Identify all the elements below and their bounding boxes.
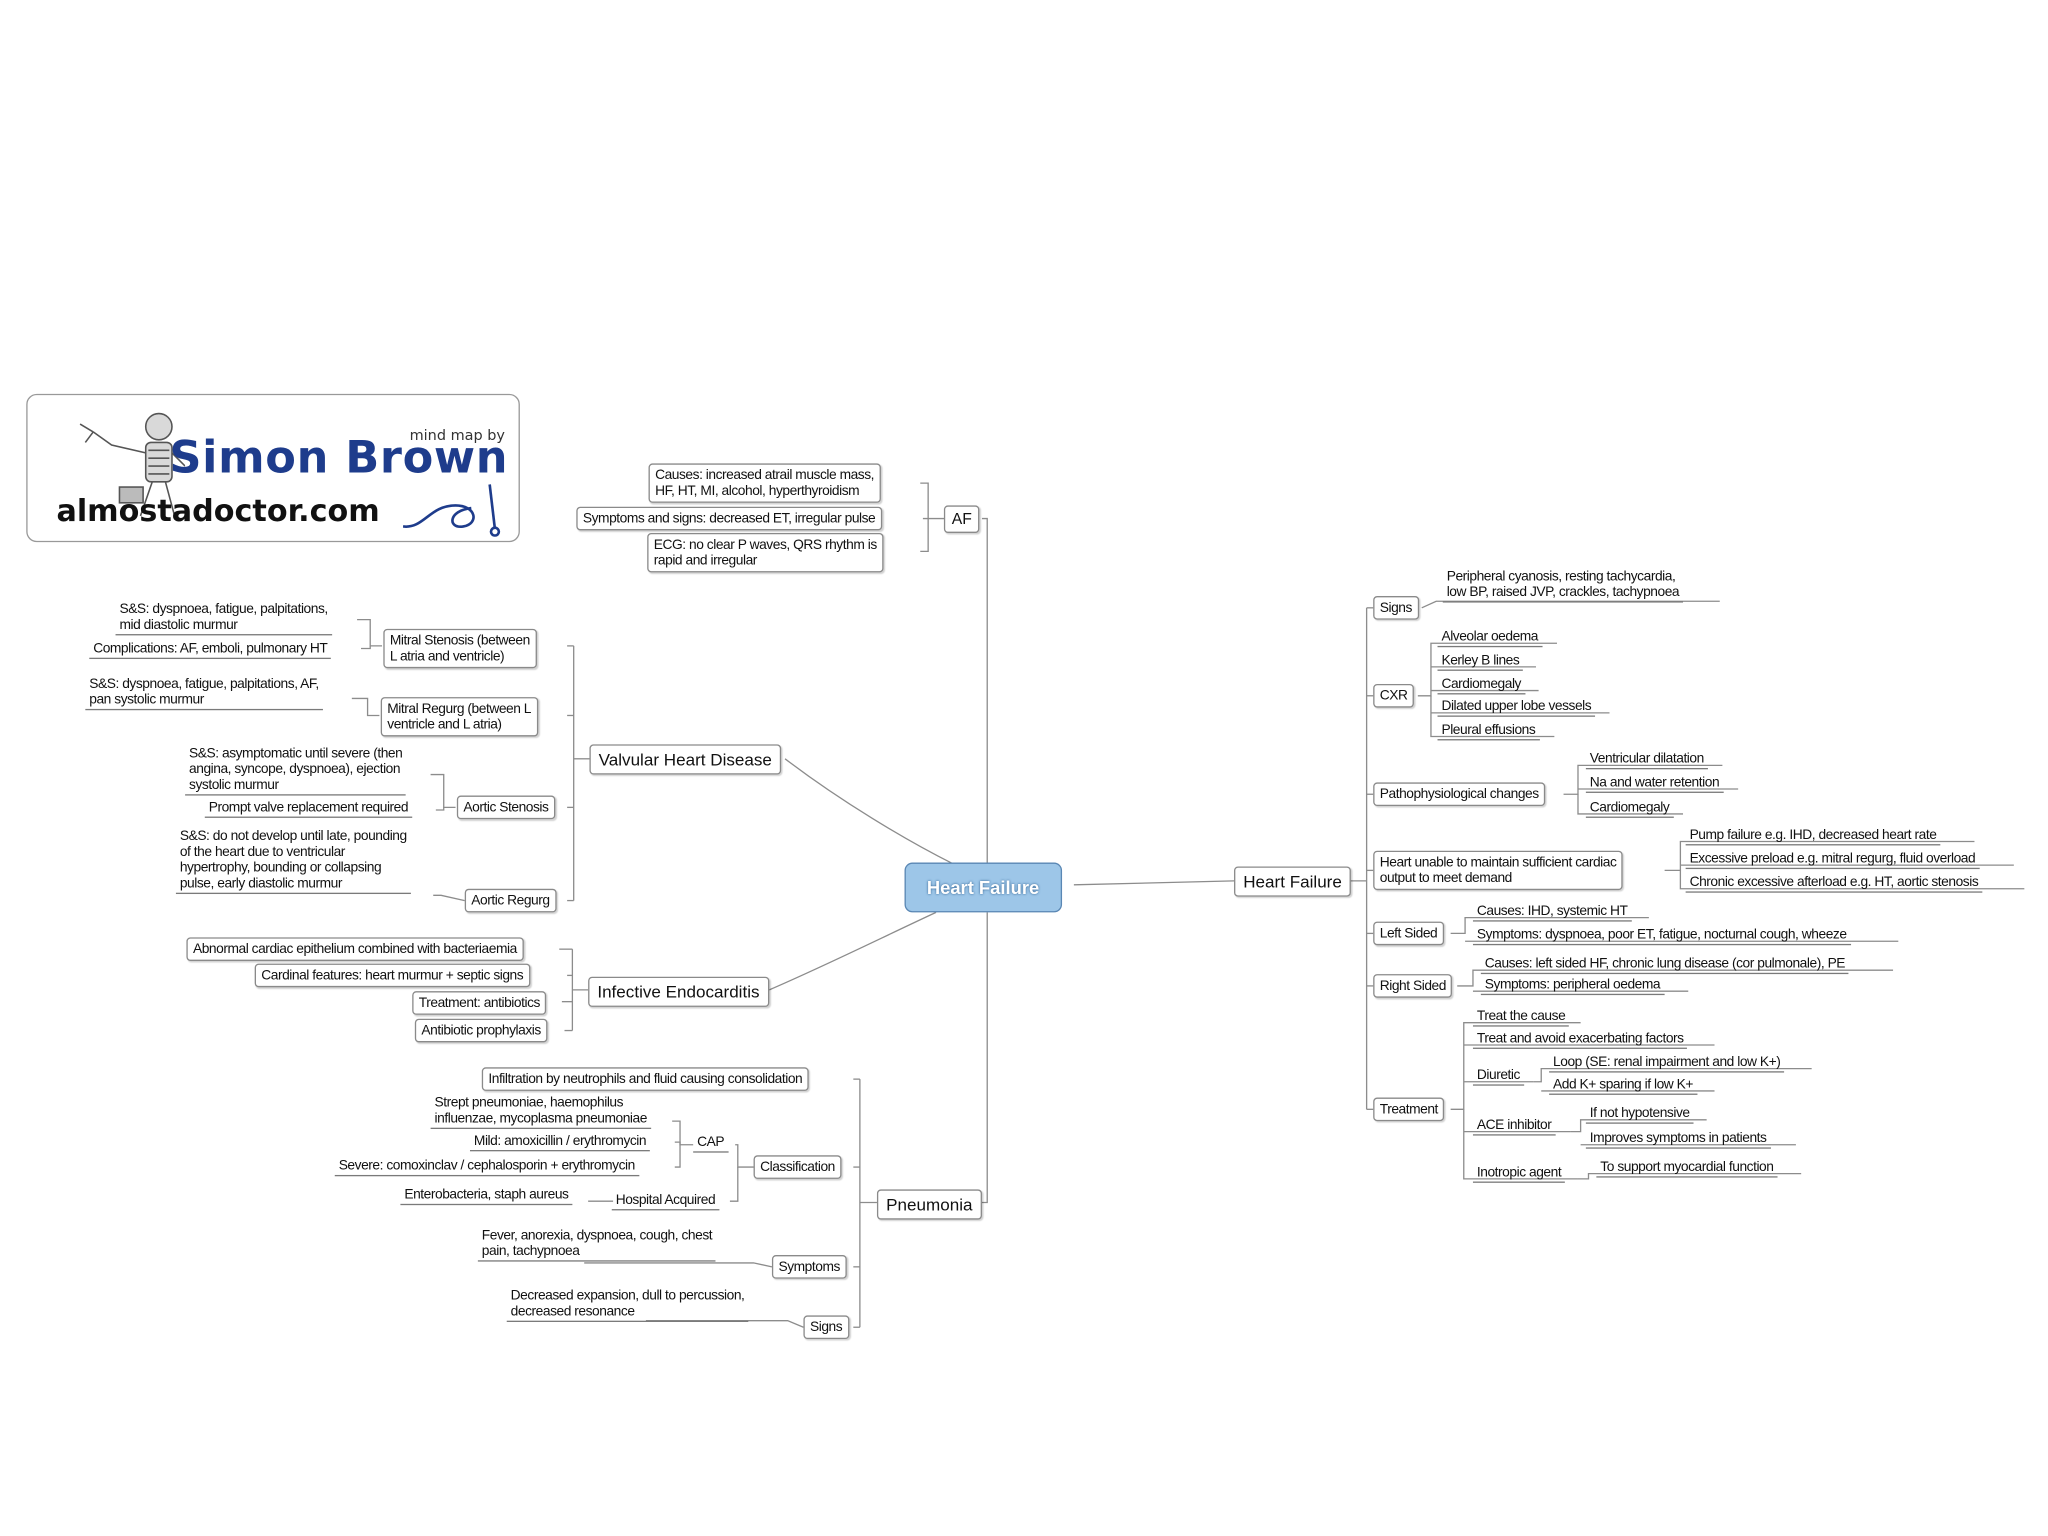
- patho-item[interactable]: Ventricular dilatation: [1585, 751, 1708, 770]
- hf-cxr[interactable]: CXR: [1373, 683, 1415, 708]
- pneumonia-symptoms-text[interactable]: Fever, anorexia, dyspnoea, cough, chest …: [477, 1227, 717, 1262]
- hf-heart-unable[interactable]: Heart unable to maintain sufficient card…: [1373, 850, 1624, 891]
- topic-heart-failure[interactable]: Heart Failure: [1234, 866, 1352, 897]
- treatment-inotropic[interactable]: Inotropic agent: [1472, 1164, 1566, 1183]
- inotropic-item[interactable]: To support myocardial function: [1596, 1159, 1778, 1178]
- logo-byline: mind map by: [409, 426, 505, 444]
- mitral-regurg[interactable]: Mitral Regurg (between L ventricle and L…: [380, 697, 538, 737]
- topic-af[interactable]: AF: [943, 505, 980, 533]
- af-ecg[interactable]: ECG: no clear P waves, QRS rhythm is rap…: [647, 532, 884, 573]
- unable-item[interactable]: Chronic excessive afterload e.g. HT, aor…: [1685, 874, 1983, 893]
- topic-infective-endocarditis[interactable]: Infective Endocarditis: [588, 976, 769, 1007]
- topic-valvular-heart-disease[interactable]: Valvular Heart Disease: [589, 744, 782, 775]
- cxr-item[interactable]: Cardiomegaly: [1437, 676, 1525, 695]
- endocarditis-item[interactable]: Treatment: antibiotics: [412, 991, 547, 1015]
- patho-item[interactable]: Cardiomegaly: [1585, 799, 1674, 818]
- endocarditis-item[interactable]: Antibiotic prophylaxis: [414, 1018, 548, 1043]
- hf-signs-text[interactable]: Peripheral cyanosis, resting tachycardia…: [1442, 568, 1684, 603]
- treatment-diuretic[interactable]: Diuretic: [1472, 1067, 1524, 1086]
- pneumonia-signs[interactable]: Signs: [803, 1315, 849, 1340]
- unable-item[interactable]: Excessive preload e.g. mitral regurg, fl…: [1685, 851, 1980, 870]
- pneumonia-hospital-acquired[interactable]: Hospital Acquired: [611, 1192, 720, 1211]
- pneumonia-infiltration[interactable]: Infiltration by neutrophils and fluid ca…: [481, 1067, 809, 1091]
- diuretic-item[interactable]: Add K+ sparing if low K+: [1549, 1076, 1697, 1095]
- aortic-stenosis[interactable]: Aortic Stenosis: [456, 795, 556, 820]
- right-sided-item[interactable]: Symptoms: peripheral oedema: [1480, 977, 1665, 996]
- cxr-item[interactable]: Dilated upper lobe vessels: [1437, 698, 1596, 717]
- pneumonia-cap[interactable]: CAP: [693, 1134, 729, 1153]
- aortic-regurg[interactable]: Aortic Regurg: [464, 888, 557, 913]
- treatment-factors[interactable]: Treat and avoid exacerbating factors: [1472, 1031, 1688, 1049]
- diuretic-item[interactable]: Loop (SE: renal impairment and low K+): [1549, 1054, 1785, 1073]
- hf-right-sided[interactable]: Right Sided: [1373, 974, 1453, 998]
- endocarditis-item[interactable]: Cardinal features: heart murmur + septic…: [254, 963, 530, 988]
- topic-pneumonia[interactable]: Pneumonia: [876, 1189, 982, 1220]
- cxr-item[interactable]: Kerley B lines: [1437, 652, 1524, 671]
- pneumonia-cap-organisms[interactable]: Strept pneumoniae, haemophilus influenza…: [430, 1095, 651, 1130]
- pneumonia-classification[interactable]: Classification: [753, 1155, 842, 1179]
- aortic-regurg-ss[interactable]: S&S: do not develop until late, pounding…: [175, 828, 411, 895]
- pneumonia-cap-mild[interactable]: Mild: amoxicillin / erythromycin: [469, 1133, 651, 1152]
- almostadoctor-logo: mind map by Simon Brown almostadoctor.co…: [26, 393, 520, 543]
- pneumonia-signs-text[interactable]: Decreased expansion, dull to percussion,…: [506, 1288, 749, 1322]
- hf-treatment[interactable]: Treatment: [1373, 1097, 1445, 1122]
- left-sided-item[interactable]: Symptoms: dyspnoea, poor ET, fatigue, no…: [1472, 927, 1851, 946]
- mitral-regurg-ss[interactable]: S&S: dyspnoea, fatigue, palpitations, AF…: [85, 676, 323, 711]
- cxr-item[interactable]: Alveolar oedema: [1437, 629, 1542, 648]
- pneumonia-symptoms[interactable]: Symptoms: [771, 1255, 847, 1279]
- unable-item[interactable]: Pump failure e.g. IHD, decreased heart r…: [1685, 827, 1941, 846]
- logo-site-name: almostadoctor.com: [56, 494, 380, 530]
- endocarditis-item[interactable]: Abnormal cardiac epithelium combined wit…: [186, 937, 524, 961]
- left-sided-item[interactable]: Causes: IHD, systemic HT: [1472, 903, 1632, 922]
- cxr-item[interactable]: Pleural effusions: [1437, 722, 1540, 741]
- hf-left-sided[interactable]: Left Sided: [1373, 921, 1444, 946]
- af-symptoms[interactable]: Symptoms and signs: decreased ET, irregu…: [576, 506, 882, 531]
- ace-item[interactable]: Improves symptoms in patients: [1585, 1130, 1771, 1149]
- mitral-stenosis-complications[interactable]: Complications: AF, emboli, pulmonary HT: [89, 641, 332, 660]
- hf-signs[interactable]: Signs: [1373, 596, 1419, 620]
- treatment-ace-inhibitor[interactable]: ACE inhibitor: [1472, 1117, 1556, 1136]
- pneumonia-hospital-organisms[interactable]: Enterobacteria, staph aureus: [400, 1187, 573, 1206]
- skeleton-icon: [79, 412, 186, 517]
- mitral-stenosis-ss[interactable]: S&S: dyspnoea, fatigue, palpitations, mi…: [115, 601, 332, 636]
- af-causes[interactable]: Causes: increased atrail muscle mass, HF…: [648, 463, 881, 503]
- treatment-cause[interactable]: Treat the cause: [1472, 1008, 1570, 1027]
- aortic-stenosis-treatment[interactable]: Prompt valve replacement required: [204, 799, 413, 818]
- pneumonia-cap-severe[interactable]: Severe: comoxinclav / cephalosporin + er…: [334, 1158, 639, 1177]
- logo-author-name: Simon Brown: [169, 431, 509, 485]
- ace-item[interactable]: If not hypotensive: [1585, 1105, 1694, 1124]
- right-sided-item[interactable]: Causes: left sided HF, chronic lung dise…: [1480, 956, 1849, 975]
- stethoscope-icon: [403, 484, 501, 537]
- patho-item[interactable]: Na and water retention: [1585, 775, 1724, 793]
- central-topic-heart-failure[interactable]: Heart Failure: [904, 862, 1062, 913]
- mitral-stenosis[interactable]: Mitral Stenosis (between L atria and ven…: [383, 628, 537, 669]
- aortic-stenosis-ss[interactable]: S&S: asymptomatic until severe (then ang…: [185, 746, 407, 796]
- hf-pathophysiology[interactable]: Pathophysiological changes: [1373, 782, 1546, 807]
